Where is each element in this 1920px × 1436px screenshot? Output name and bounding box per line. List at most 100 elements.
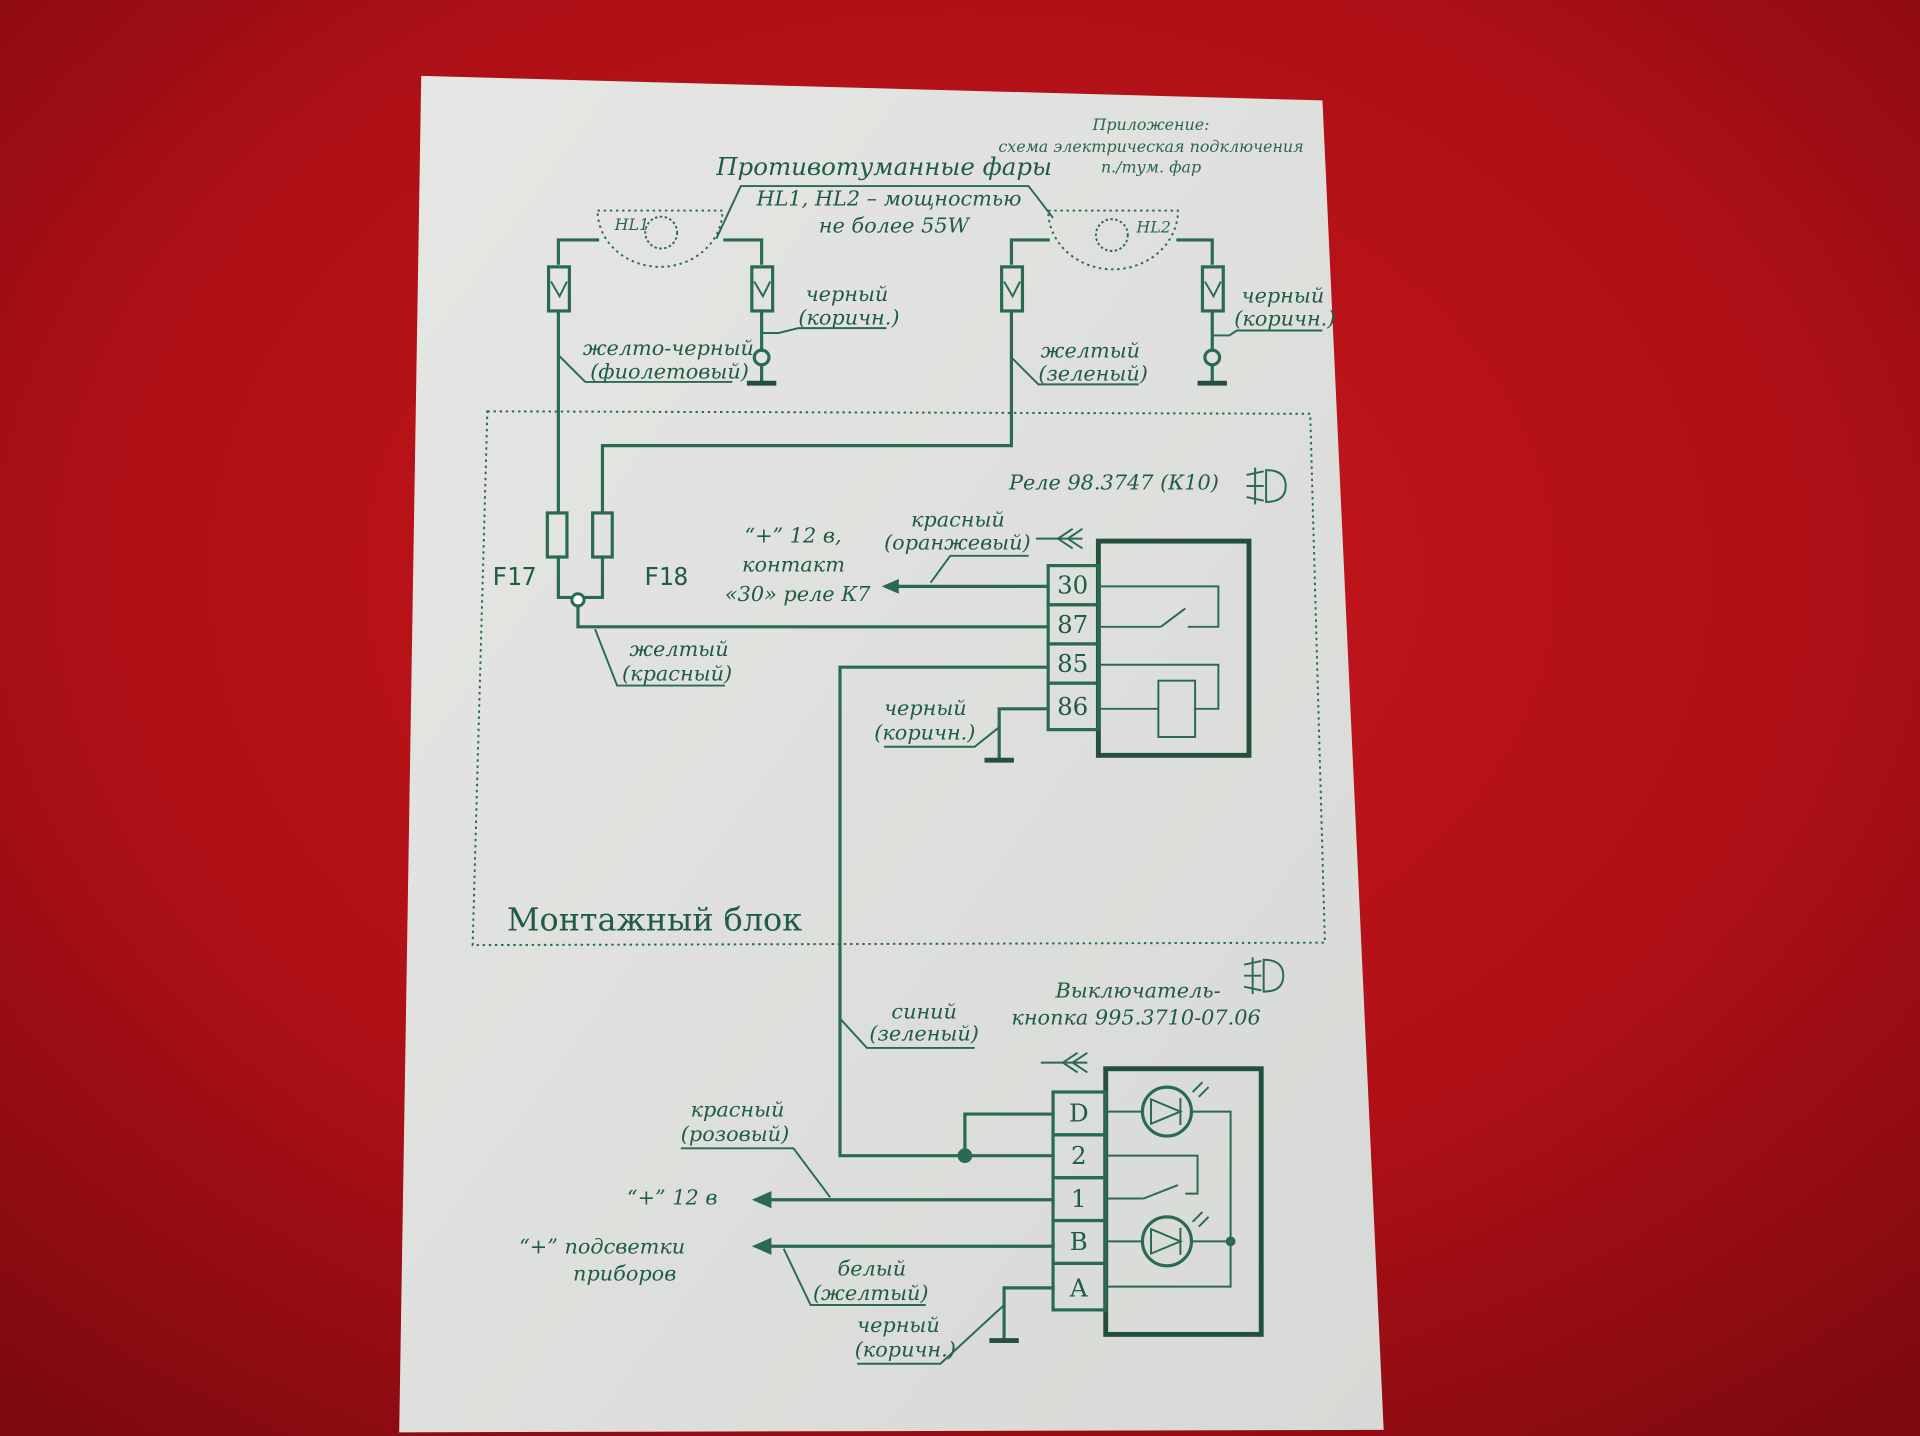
fuse-f17-label: F17 — [492, 562, 536, 591]
wire-label-white-yellow-a: белый — [838, 1257, 907, 1281]
wire-label-blue-green-a: синий — [891, 1000, 957, 1024]
wire-label-black-brown-3a: черный — [884, 696, 967, 720]
plus12-contact-line-2: контакт — [742, 553, 845, 577]
yellow-green-feed-wire — [600, 309, 1014, 514]
lamp-hl2-bulb — [1094, 218, 1129, 252]
hl1-feed-wire — [556, 238, 600, 265]
leader-blue-green — [839, 1017, 975, 1049]
switch-1-arm — [1143, 1184, 1179, 1200]
leader-black-brown-2 — [1212, 329, 1323, 337]
relay-30-arrow — [881, 579, 899, 594]
switch-label-line-2: кнопка 995.3710-07.06 — [1011, 1006, 1260, 1030]
wire-label-black-brown-1b: (коричн.) — [798, 305, 899, 329]
plus12-contact-line-3: «30» реле К7 — [725, 582, 871, 606]
led-upper-ray-1 — [1191, 1081, 1204, 1093]
wire-label-black-brown-4a: черный — [857, 1313, 940, 1337]
switch-d-wire — [963, 1112, 1055, 1158]
led-upper-ray-2 — [1198, 1086, 1210, 1098]
wire-label-red-pink-a: красный — [691, 1097, 785, 1121]
leader-yellow-black — [557, 354, 733, 383]
lamp-hl1-housing — [596, 209, 724, 268]
wire-label-red-pink-b: (розовый) — [681, 1122, 789, 1146]
relay-switch-arm — [1160, 607, 1186, 628]
leader-black-brown-3 — [884, 726, 1000, 748]
switch-label-line-1: Выключатель- — [1055, 979, 1221, 1003]
switch-a-ground-wire — [1002, 1286, 1055, 1341]
relay-label: Реле 98.3747 (К10) — [1008, 471, 1219, 495]
fog-icon-switch-lamp — [1262, 958, 1285, 993]
wire-label-white-yellow-b: (желтый) — [813, 1281, 928, 1305]
wire-label-yellow-black-a: желто-черный — [583, 336, 754, 360]
wire-label-red-orange-b: (оранжевый) — [884, 531, 1031, 555]
diagram-title: Противотуманные фары — [715, 152, 1052, 181]
switch-a-lead — [1105, 1241, 1232, 1288]
backlight-label-line-2: приборов — [573, 1262, 676, 1286]
wire-label-black-brown-2b: (коричн.) — [1234, 307, 1335, 331]
fog-lamp-hl1: HL1 — [596, 209, 724, 268]
led-lower-ray-1 — [1191, 1211, 1204, 1223]
pin-hl2-return-mark — [1204, 281, 1222, 299]
relay-terminal-86: 86 — [1057, 692, 1088, 721]
switch-terminal-a: A — [1069, 1273, 1088, 1302]
led-lower-triangle — [1150, 1227, 1183, 1256]
leader-yellow-green — [1010, 356, 1139, 386]
leader-black-brown-1 — [761, 327, 887, 334]
mounting-block-label: Монтажный блок — [507, 900, 802, 938]
wire-label-black-brown-4b: (коричн.) — [855, 1337, 956, 1361]
wire-label-yellow-red-a: желтый — [629, 637, 728, 661]
wire-label-red-orange-a: красный — [911, 507, 1005, 531]
relay-coil-path — [1098, 663, 1220, 710]
lamp-hl2-label: HL2 — [1135, 218, 1171, 237]
lamp-hl1-label: HL1 — [614, 215, 650, 234]
lamp-hl2-housing — [1047, 209, 1179, 271]
title-bracket — [715, 185, 1054, 240]
leader-red-pink — [680, 1147, 831, 1198]
switch-internal-node — [1225, 1236, 1236, 1247]
plus12-label: “+” 12 в — [627, 1186, 717, 1210]
leader-yellow-red — [594, 628, 725, 687]
leader-white-yellow — [782, 1248, 926, 1306]
pin-hl2-feed-mark — [1003, 281, 1021, 299]
fog-icon-relay-lamp — [1265, 469, 1287, 503]
fuse-junction-node — [570, 592, 586, 608]
switch-terminal-d: D — [1069, 1098, 1089, 1127]
relay-terminal-30: 30 — [1057, 571, 1088, 600]
relay-terminal-87: 87 — [1057, 610, 1088, 639]
backlight-label-line-1: “+” подсветки — [519, 1235, 685, 1259]
lamp-hl1-bulb — [644, 215, 679, 250]
relay-85-wire — [838, 665, 1055, 1158]
fog-lamp-hl2: HL2 — [1047, 209, 1179, 271]
connector-chevron-switch — [1040, 1052, 1088, 1074]
switch-2-contact-path — [1105, 1154, 1199, 1195]
fuse-f18-label: F18 — [644, 562, 688, 591]
appendix-line-2: схема электрическая подключения — [998, 137, 1303, 156]
yellow-red-wire — [576, 604, 1050, 629]
wire-label-black-brown-2a: черный — [1242, 283, 1325, 307]
pin-hl1-feed-mark — [550, 281, 568, 299]
mounting-block-boundary — [471, 410, 1326, 947]
led-upper-triangle — [1150, 1097, 1183, 1126]
fog-light-icon-switch — [1243, 957, 1285, 995]
hl1-return-wire — [723, 238, 764, 265]
switch-terminal-1: 1 — [1071, 1184, 1087, 1213]
wire-label-blue-green-b: (зеленый) — [869, 1022, 978, 1046]
connector-chevron-relay — [1035, 528, 1083, 550]
power-note-line-1: HL1, HL2 – мощностью — [755, 187, 1021, 211]
plus12-contact-line-1: “+” 12 в, — [744, 523, 841, 547]
wire-label-yellow-black-b: (фиолетовый) — [590, 359, 749, 383]
wire-label-yellow-green-b: (зеленый) — [1038, 362, 1147, 386]
leader-black-brown-4 — [857, 1304, 1005, 1365]
wire-label-yellow-green-a: желтый — [1041, 338, 1140, 362]
switch-b-arrow — [751, 1237, 772, 1255]
appendix-note: Приложение: схема электрическая подключе… — [998, 115, 1303, 177]
pin-hl1-return-mark — [753, 281, 772, 299]
switch-1-arrow — [751, 1191, 772, 1209]
relay-switch-path — [1098, 585, 1220, 628]
relay-terminal-block: 30 87 85 86 — [1046, 563, 1100, 732]
appendix-line-1: Приложение: — [1092, 115, 1210, 134]
appendix-line-3: п./тум. фар — [1101, 158, 1201, 177]
relay-terminal-86-box — [1046, 681, 1100, 732]
power-note-line-2: не более 55W — [819, 214, 971, 238]
hl2-return-wire — [1176, 238, 1214, 265]
